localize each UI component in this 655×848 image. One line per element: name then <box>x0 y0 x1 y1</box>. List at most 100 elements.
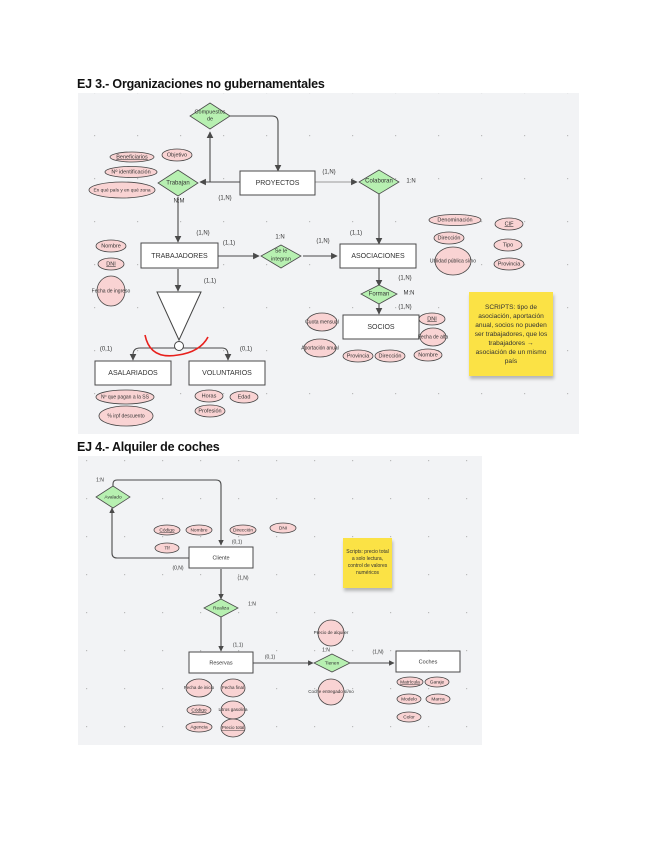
card-isa-top: (1,1) <box>204 279 216 285</box>
ej3-cardinalities: (1,N) 1:N (1,N) N:M (1,N) (1,1) 1:N (1,N… <box>100 170 416 353</box>
relation-se-le-integran[interactable]: Se le integran <box>260 244 302 269</box>
entity-socios[interactable]: SOCIOS <box>342 314 420 340</box>
svg-text:Matrícula: Matrícula <box>400 679 420 685</box>
svg-text:Provincia: Provincia <box>498 261 522 267</box>
attr-codigo-cliente[interactable]: Código <box>153 524 181 536</box>
ej3-sticky-note[interactable]: SCRIPTS: tipo de asociación, aportación … <box>469 292 553 376</box>
attr-tlf[interactable]: Tlf <box>154 542 180 554</box>
svg-text:Beneficiarios: Beneficiarios <box>116 154 148 160</box>
entity-asalariados[interactable]: ASALARIADOS <box>94 360 172 386</box>
svg-text:Nombre: Nombre <box>190 527 207 533</box>
svg-text:Precio total: Precio total <box>222 725 245 730</box>
attr-precio-alquiler[interactable]: Precio de alquiler <box>314 619 349 647</box>
entity-proyectos[interactable]: PROYECTOS <box>239 170 316 196</box>
card-tienen-type: 1:N <box>322 647 330 653</box>
entity-trabajadores[interactable]: TRABAJADORES <box>140 242 219 269</box>
attr-denominacion[interactable]: Denominación <box>428 214 482 226</box>
card-asalariados: (0,1) <box>100 347 112 353</box>
svg-text:Dirección: Dirección <box>233 527 253 533</box>
relation-avalado[interactable]: Avalado <box>95 485 131 509</box>
attr-nombre-socio[interactable]: Nombre <box>413 348 443 362</box>
svg-text:DNI: DNI <box>106 261 116 267</box>
svg-text:Fecha final: Fecha final <box>222 685 244 690</box>
attr-fecha-alta[interactable]: Fecha de alta <box>418 327 449 347</box>
svg-text:Edad: Edad <box>238 394 251 400</box>
ej4-cardinalities: 1:N (0,1) (0,N) (1,N) 1:N (1,1) (0,1) 1:… <box>96 477 384 660</box>
attr-dni-trabajador[interactable]: DNI <box>97 257 125 271</box>
svg-text:En qué país y en qué zona: En qué país y en qué zona <box>93 187 150 193</box>
svg-text:CIF: CIF <box>505 221 515 227</box>
svg-text:TRABAJADORES: TRABAJADORES <box>151 253 208 260</box>
attr-codigo-reserva[interactable]: Código <box>186 704 212 716</box>
attr-coche-entregado[interactable]: Coche entregado sí/no <box>308 678 354 706</box>
svg-text:de: de <box>207 116 213 122</box>
attr-irpf-descuento[interactable]: % irpf descuento <box>98 405 154 427</box>
ej4-note-text: Scripts: precio total a solo lectura, co… <box>346 549 389 576</box>
attr-matricula[interactable]: Matrícula <box>396 676 424 688</box>
attr-fecha-inicio[interactable]: Fecha de inicio <box>184 678 215 698</box>
card-voluntarios: (0,1) <box>240 347 252 353</box>
attr-utilidad-publica[interactable]: Utilidad pública sí/no <box>430 246 476 276</box>
attr-direccion-cliente[interactable]: Dirección <box>229 524 257 536</box>
svg-text:Fecha de alta: Fecha de alta <box>418 334 449 340</box>
attr-edad[interactable]: Edad <box>229 390 259 404</box>
attr-aportacion-anual[interactable]: Aportación anual <box>301 338 339 358</box>
relation-colaboran[interactable]: Colaboran <box>358 169 400 195</box>
ej4-sticky-note[interactable]: Scripts: precio total a solo lectura, co… <box>343 538 392 588</box>
attr-horas[interactable]: Horas <box>194 389 224 403</box>
relation-realiza[interactable]: Realiza <box>203 598 239 618</box>
relation-compuestos-de[interactable]: Compuestos de <box>189 102 231 130</box>
entity-cliente[interactable]: Cliente <box>188 546 254 569</box>
svg-text:Dirección: Dirección <box>379 353 402 359</box>
attr-dni-cliente[interactable]: DNI <box>269 522 297 534</box>
entity-reservas[interactable]: Reservas <box>188 651 254 674</box>
card-reservas-top: (1,1) <box>233 642 244 648</box>
attr-beneficiarios[interactable]: Beneficiarios <box>109 151 155 163</box>
attr-modelo[interactable]: Modelo <box>396 693 422 705</box>
attr-direccion-asoc[interactable]: Dirección <box>433 231 465 245</box>
attr-objetivo[interactable]: Objetivo <box>161 148 193 162</box>
svg-text:Provincia: Provincia <box>347 353 371 359</box>
attr-color[interactable]: Color <box>396 711 422 723</box>
attr-provincia-asoc[interactable]: Provincia <box>493 257 525 271</box>
line-cliente-avalado <box>109 507 189 559</box>
attr-n-ss[interactable]: Nº que pagan a la SS <box>95 389 155 405</box>
card-asociaciones-left: (1,N) <box>316 239 329 245</box>
attr-dni-socio[interactable]: DNI <box>418 312 446 326</box>
attr-nombre-trabajador[interactable]: Nombre <box>95 239 127 253</box>
attr-garaje[interactable]: Garaje <box>424 676 450 688</box>
attr-fecha-ingreso[interactable]: Fecha de ingreso <box>92 275 131 307</box>
relation-forman[interactable]: Forman <box>360 284 398 305</box>
attr-cif[interactable]: CIF <box>494 217 524 231</box>
attr-provincia-socio[interactable]: Provincia <box>342 349 374 363</box>
attr-cuota-mensual[interactable]: Cuota mensual <box>305 312 339 332</box>
attr-direccion-socio[interactable]: Dirección <box>374 349 406 363</box>
relation-trabajan[interactable]: Trabajan <box>157 169 199 197</box>
svg-text:Cliente: Cliente <box>212 555 229 561</box>
attr-marca[interactable]: Marca <box>425 693 451 705</box>
svg-text:Compuestos: Compuestos <box>195 109 226 115</box>
entity-asociaciones[interactable]: ASOCIACIONES <box>339 243 417 269</box>
svg-text:Cuota mensual: Cuota mensual <box>305 319 339 325</box>
card-asociaciones-bottom: (1,N) <box>398 276 411 282</box>
svg-text:Objetivo: Objetivo <box>167 152 187 158</box>
entity-coches[interactable]: Coches <box>395 650 461 673</box>
attr-precio-total[interactable]: Precio total <box>220 718 246 738</box>
attr-profesion[interactable]: Profesión <box>194 404 226 418</box>
attr-agencia[interactable]: Agencia <box>185 721 213 733</box>
card-socios-top: (1,N) <box>398 305 411 311</box>
isa-circle <box>174 341 184 351</box>
svg-text:Coche entregado sí/no: Coche entregado sí/no <box>308 689 354 694</box>
attr-pais-zona[interactable]: En qué país y en qué zona <box>88 181 156 199</box>
svg-text:Precio de alquiler: Precio de alquiler <box>314 630 349 635</box>
entity-voluntarios[interactable]: VOLUNTARIOS <box>188 360 266 386</box>
relation-tienen[interactable]: Tienen <box>313 653 351 673</box>
isa-triangle <box>156 291 202 342</box>
attr-tipo[interactable]: Tipo <box>493 238 523 252</box>
svg-text:Denominación: Denominación <box>437 217 472 223</box>
svg-text:Nombre: Nombre <box>101 243 121 249</box>
attr-nombre-cliente[interactable]: Nombre <box>185 524 213 536</box>
attr-fecha-final[interactable]: Fecha final <box>220 678 246 698</box>
attr-n-identificacion[interactable]: Nº identificación <box>104 166 158 178</box>
